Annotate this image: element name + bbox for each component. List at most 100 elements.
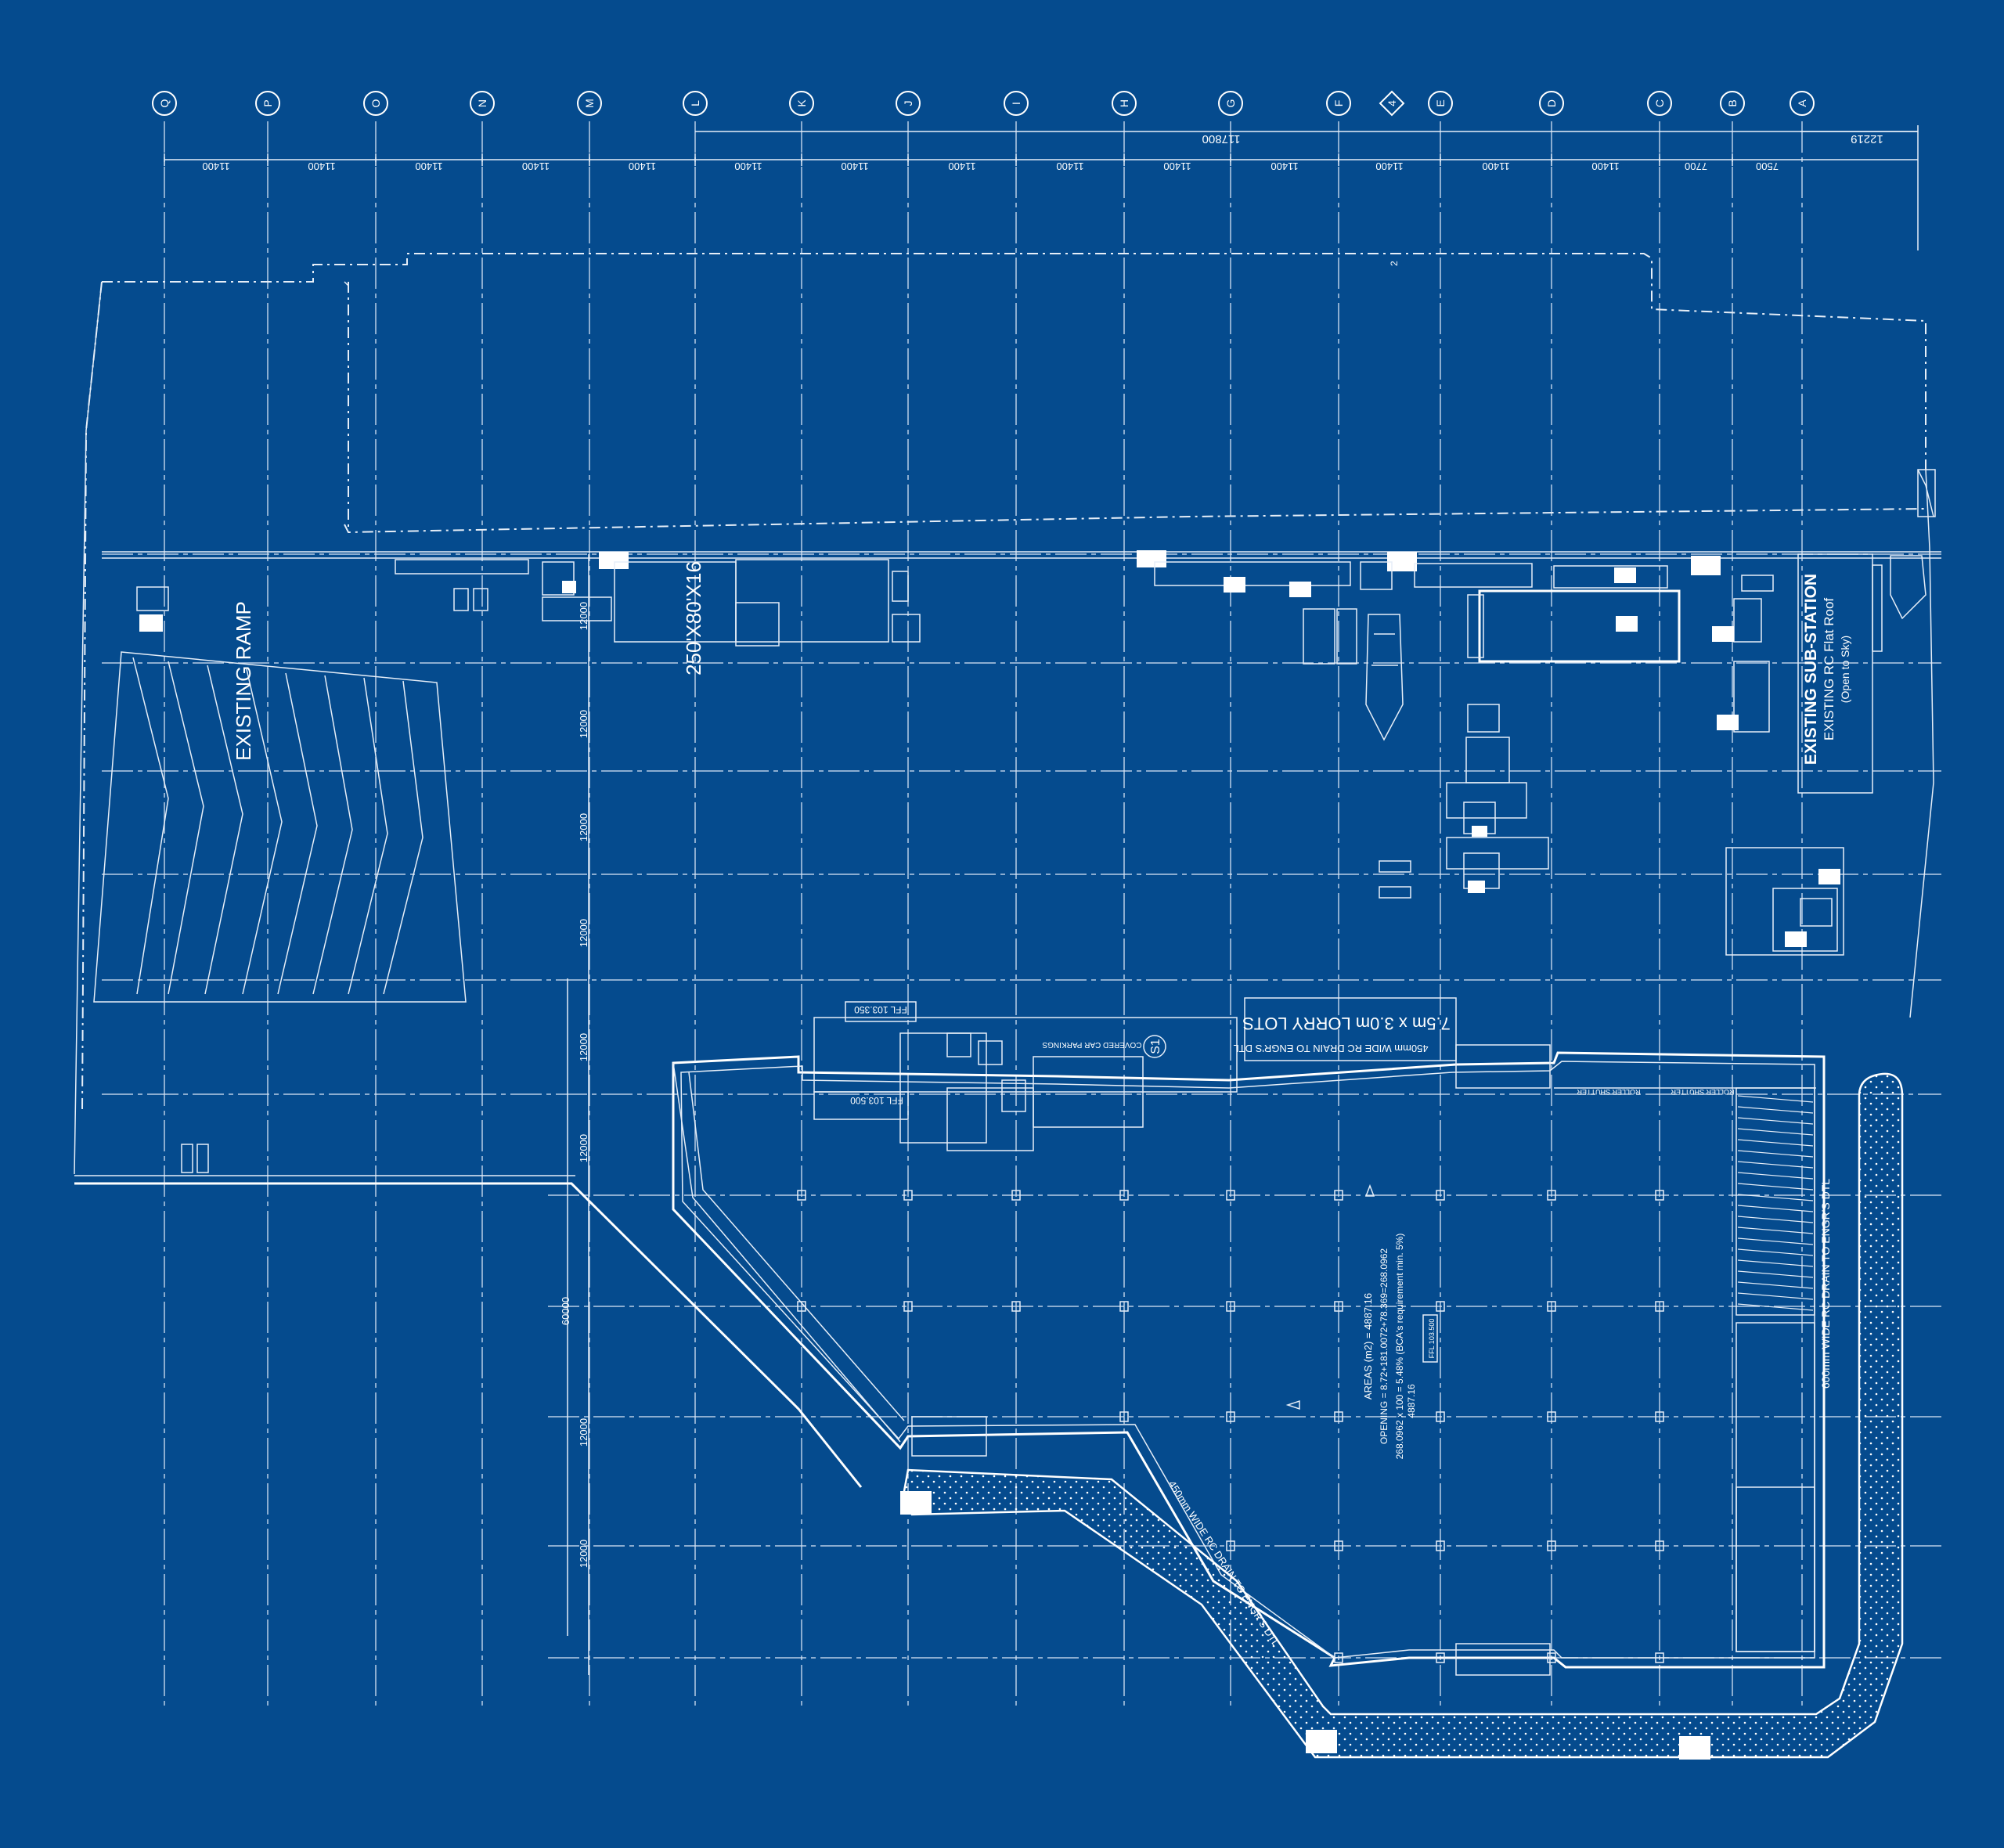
floor-level-label-2: FFL 103.500	[850, 1095, 903, 1106]
areas-label: AREAS (m2) = 4887.16	[1362, 1293, 1374, 1400]
existing-ramp-label: EXISTING RAMP	[232, 601, 255, 761]
roller-shutter-label-2: ROLLER SHUTTER	[1671, 1088, 1735, 1096]
grid-label-m: M	[583, 99, 596, 108]
existing-substation: EXISTING SUB-STATION EXISTING RC Flat Ro…	[1797, 553, 1927, 794]
left-dimension-0: 12000	[578, 602, 589, 630]
bay-dimension-5: 11400	[734, 160, 762, 172]
bay-dimension-labels: 11400 11400 11400 11400 11400 11400 11400 11400…	[164, 153, 1779, 172]
bay-dimension-9: 11400	[1163, 160, 1191, 172]
opening-label: OPENING = 8.72+181.0072+78.369=268.0962	[1379, 1248, 1389, 1445]
grid-row-lines	[102, 553, 1941, 1659]
floor-level-label-3: FFL 103.500	[1428, 1319, 1436, 1359]
grid-bubble-k	[789, 91, 814, 116]
left-dimension-5: 12000	[578, 1134, 589, 1162]
left-dimension-4: 12000	[578, 1033, 589, 1061]
warehouse-outline: ROLLER SHUTTER ROLLER SHUTTER AREAS (m2)…	[672, 1044, 1826, 1676]
roller-shutter-label: ROLLER SHUTTER	[1577, 1088, 1641, 1096]
left-dimension-8: 12000	[578, 1540, 589, 1568]
grid-label-p: P	[261, 99, 274, 106]
bay-dimension-12: 11400	[1482, 160, 1509, 172]
grid-bubble-p	[255, 91, 280, 116]
grid-bubble-i	[1004, 91, 1029, 116]
grid-label-f: F	[1332, 100, 1345, 107]
overall-dimension-label: 117800	[1202, 132, 1241, 146]
left-dimension-1: 12000	[578, 710, 589, 738]
grid-label-c: C	[1653, 99, 1666, 107]
bay-dimension-3: 11400	[522, 160, 550, 172]
grid-label-b: B	[1726, 99, 1739, 106]
grid-label-n: N	[476, 99, 488, 107]
left-dimension-labels: 12000 12000 12000 12000 12000 12000 60000 12000…	[560, 602, 589, 1568]
loading-ramp-hatch	[1737, 1095, 1814, 1311]
grid-label-k: K	[795, 99, 808, 107]
left-dimension-2: 12000	[578, 813, 589, 841]
bay-dimension-8: 11400	[1056, 160, 1083, 172]
grid-bubble-b	[1720, 91, 1745, 116]
left-dimension-3: 12000	[578, 919, 589, 947]
grid-column-lines	[164, 121, 1803, 1706]
s1-label: S1	[1149, 1039, 1162, 1054]
grid-label-q: Q	[158, 99, 171, 107]
misc-markers: 2	[181, 261, 1936, 1173]
bay-dimension-14: 7700	[1685, 160, 1707, 172]
bay-dimension-4: 11400	[629, 160, 656, 172]
grid-label-d: D	[1545, 99, 1558, 107]
lorry-lots: 7.5m x 3.0m LORRY LOTS 450mm WIDE RC DRA…	[1233, 997, 1457, 1061]
north-marker-icon: 4	[1379, 90, 1405, 117]
grid-bubble-d	[1539, 91, 1564, 116]
bay-dimension-6: 11400	[841, 160, 868, 172]
bay-dimension-13: 11400	[1591, 160, 1619, 172]
structural-columns	[797, 1190, 1664, 1663]
grid-bubble-f	[1326, 91, 1351, 116]
bay-dimension-7: 11400	[948, 160, 975, 172]
grid-bubble-m	[577, 91, 602, 116]
grid-label-j: J	[902, 101, 914, 106]
grid-bubble-e	[1428, 91, 1453, 116]
grid-bubble-j	[896, 91, 921, 116]
right-dimension-label: 12219	[1851, 132, 1883, 146]
bay-dimension-2: 11400	[415, 160, 442, 172]
container-label: 250'X80'X16	[682, 561, 705, 675]
grid-bubble-n	[470, 91, 495, 116]
equipment-row: 250'X80'X16	[136, 550, 1774, 733]
left-dimension-chain	[567, 554, 589, 1675]
existing-ramp: EXISTING RAMP	[93, 601, 467, 1003]
floor-level-label-1: FFL 103.350	[854, 1004, 907, 1015]
top-dimension-chain: 117800 12219	[164, 125, 1919, 250]
north-marker-label: 4	[1386, 100, 1398, 106]
bay-dimension-11: 11400	[1375, 160, 1403, 172]
grid-2-label: 2	[1389, 261, 1400, 266]
lorry-lots-label: 7.5m x 3.0m LORRY LOTS	[1242, 1014, 1451, 1033]
office-block: FFL 103.350 FFL 103.500 S1 COVERED CAR P…	[813, 1001, 1238, 1151]
grid-bubble-g	[1218, 91, 1243, 116]
grid-bubble-q	[152, 91, 177, 116]
substation-note: (Open to Sky)	[1839, 636, 1851, 703]
middle-equipment	[1379, 704, 1844, 956]
grid-label-i: I	[1010, 102, 1022, 105]
grid-label-l: L	[689, 100, 701, 106]
grid-bubbles: Q P O N M L K J I H G F E D C B A 4	[152, 90, 1815, 117]
ratio-base-label: 4887.16	[1406, 1384, 1417, 1418]
ratio-label: 268.0962 x 100 = 5.48% (BCA's requiremen…	[1394, 1234, 1405, 1460]
drain-top-label: 450mm WIDE RC DRAIN TO ENGR'S DTL	[1233, 1043, 1428, 1054]
grid-label-e: E	[1434, 99, 1447, 106]
bay-dimension-0: 11400	[202, 160, 229, 172]
covered-parking-label: COVERED CAR PARKINGS	[1042, 1040, 1141, 1049]
grid-label-h: H	[1118, 99, 1130, 107]
grid-bubble-h	[1112, 91, 1137, 116]
grid-label-o: O	[369, 99, 382, 107]
left-dimension-6: 60000	[560, 1297, 571, 1325]
left-dimension-7: 12000	[578, 1418, 589, 1446]
boat-icon	[1365, 614, 1404, 741]
grid-label-a: A	[1796, 99, 1808, 107]
grid-bubble-c	[1647, 91, 1672, 116]
grid-bubble-o	[363, 91, 388, 116]
drain-right-label: 600mm WIDE RC DRAIN TO ENGR'S DTL	[1819, 1179, 1832, 1389]
grid-label-g: G	[1224, 99, 1237, 108]
bay-dimension-10: 11400	[1271, 160, 1298, 172]
bay-dimension-15: 7500	[1756, 160, 1779, 172]
substation-subtitle: EXISTING RC Flat Roof	[1822, 598, 1836, 741]
substation-title: EXISTING SUB-STATION	[1802, 574, 1820, 765]
site-boundary	[74, 253, 1941, 1488]
